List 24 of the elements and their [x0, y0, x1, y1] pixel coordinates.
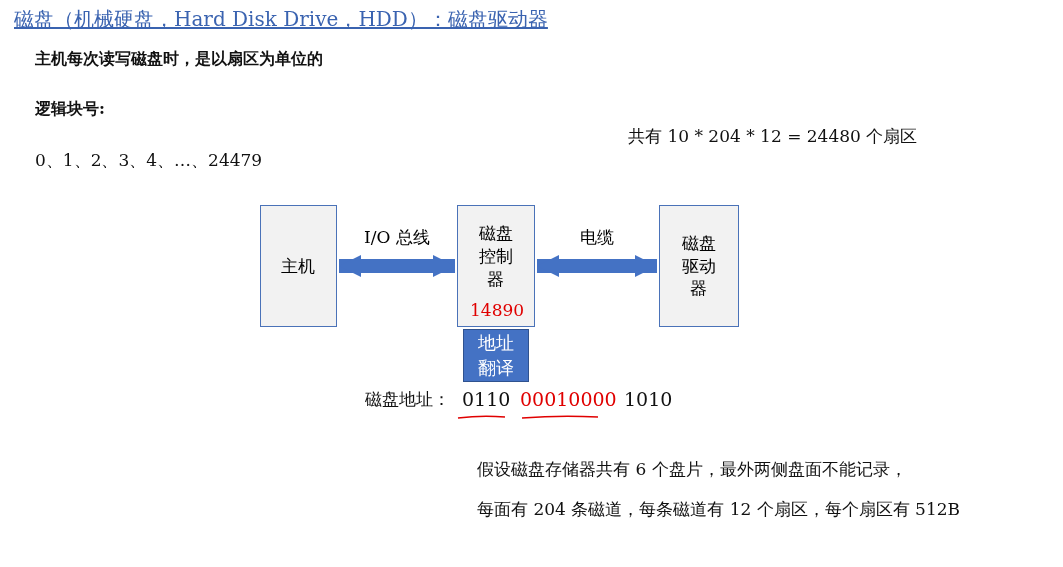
drive-box: [659, 205, 739, 327]
double-arrow: [537, 255, 657, 277]
binary-number: 0110: [462, 388, 511, 410]
sentence: 共有 10 * 204 * 12 = 24480 个扇区: [628, 125, 918, 148]
edge-label: 电缆: [578, 226, 616, 249]
sentence: 主机每次读写磁盘时，是以扇区为单位的: [35, 49, 323, 70]
label-text: 逻辑块号:: [35, 99, 105, 120]
host-box: [260, 205, 337, 327]
double-arrow: [339, 255, 455, 277]
sentence: 假设磁盘存储器共有 6 个盘片，最外两侧盘面不能记录，: [477, 458, 907, 481]
sentence: 每面有 204 条磁道，每条磁道有 12 个扇区，每个扇区有 512B: [477, 498, 961, 521]
number-value: 14890: [470, 300, 525, 320]
number-sequence: 0、1、2、3、4、…、24479: [35, 149, 263, 172]
node-label: 磁盘控制器: [478, 222, 514, 291]
node-label: 磁盘驱动器: [681, 231, 717, 301]
edge-label: I/O 总线: [362, 226, 432, 249]
translation-box: [463, 329, 529, 382]
binary-number: 00010000: [520, 388, 617, 410]
binary-number: 1010: [624, 388, 673, 410]
node-label: 主机: [280, 254, 317, 278]
node-label: 地址翻译: [477, 331, 515, 380]
controller-box: [457, 205, 535, 327]
label-text: 磁盘地址：: [365, 388, 450, 411]
title: 磁盘（机械硬盘，Hard Disk Drive，HDD）：磁盘驱动器: [14, 6, 548, 33]
